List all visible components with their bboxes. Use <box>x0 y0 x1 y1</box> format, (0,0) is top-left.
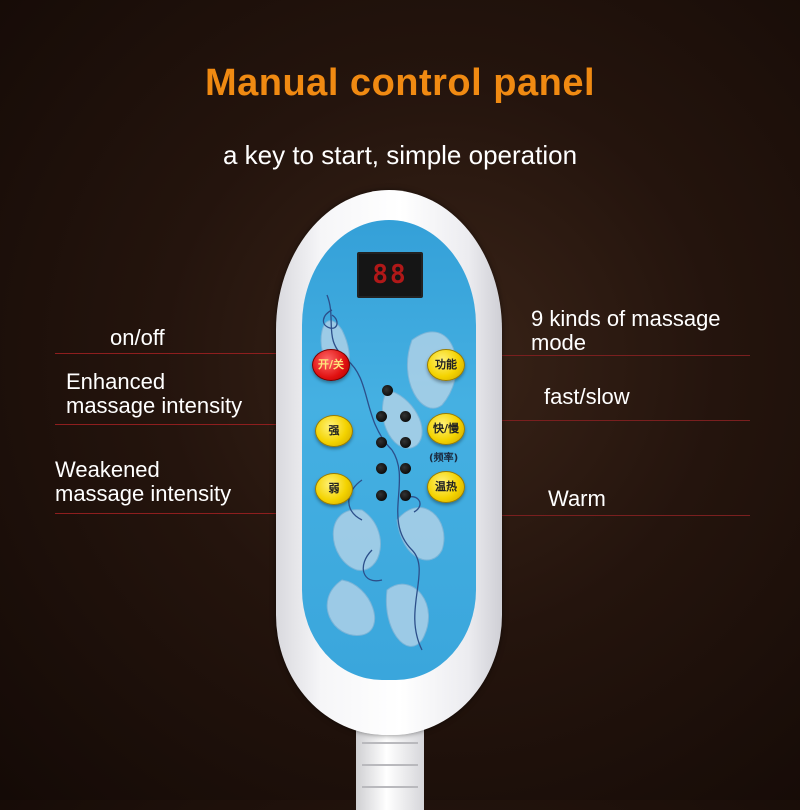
modes-leader-line <box>480 355 750 356</box>
power-button[interactable]: 开/关 <box>312 349 350 381</box>
heat-button[interactable]: 温热 <box>427 471 465 503</box>
indicator-light <box>400 411 411 422</box>
fast-slow-label: fast/slow <box>544 384 630 409</box>
weakened-label-line1: Weakened <box>55 457 160 482</box>
speed-button[interactable]: 快/慢 <box>427 413 465 445</box>
indicator-light <box>376 411 387 422</box>
indicator-light <box>382 385 393 396</box>
enhanced-label-line2: massage intensity <box>66 393 243 418</box>
massage-modes-label: 9 kinds of massage mode <box>531 307 721 355</box>
on-off-label: on/off <box>110 325 165 350</box>
enhanced-intensity-label: Enhanced massage intensity <box>66 370 242 418</box>
indicator-light <box>400 463 411 474</box>
indicator-light <box>400 490 411 501</box>
on-off-leader-line <box>55 353 303 354</box>
fast-slow-leader-line <box>480 420 750 421</box>
weakened-leader-line <box>55 513 303 514</box>
weak-button[interactable]: 弱 <box>315 473 353 505</box>
modes-label-line1: 9 kinds of massage <box>531 306 721 331</box>
page-subtitle: a key to start, simple operation <box>222 140 578 170</box>
led-display: 88 <box>357 252 423 298</box>
cable-stripe <box>362 764 418 766</box>
indicator-light <box>376 463 387 474</box>
weakened-intensity-label: Weakened massage intensity <box>55 458 231 506</box>
weakened-label-line2: massage intensity <box>55 481 232 506</box>
frequency-sublabel: (频率) <box>429 453 459 464</box>
warm-label: Warm <box>548 486 606 511</box>
indicator-light <box>376 490 387 501</box>
modes-label-line2: mode <box>531 330 587 355</box>
cable-stripe <box>362 786 418 788</box>
warm-leader-line <box>480 515 750 516</box>
enhanced-leader-line <box>55 424 303 425</box>
function-button[interactable]: 功能 <box>427 349 465 381</box>
indicator-light <box>400 437 411 448</box>
indicator-light <box>376 437 387 448</box>
enhanced-label-line1: Enhanced <box>66 369 166 394</box>
strong-button[interactable]: 强 <box>315 415 353 447</box>
page-title: Manual control panel <box>204 62 596 104</box>
cable-stripe <box>362 742 418 744</box>
